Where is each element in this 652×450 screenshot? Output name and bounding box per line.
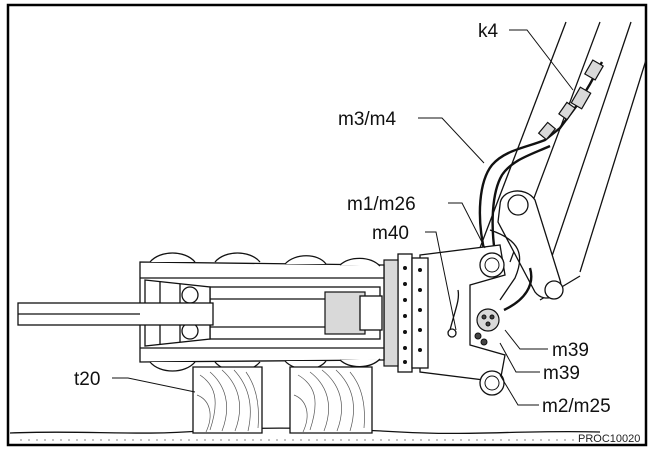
label-m3-m4: m3/m4 (338, 109, 397, 130)
leader-lines (112, 29, 574, 406)
label-m1-m26: m1/m26 (347, 194, 416, 215)
flange (383, 253, 429, 373)
link-pin-bottom (544, 280, 564, 300)
figure-code: PROC10020 (578, 433, 640, 445)
linkage (489, 190, 564, 301)
label-m39-lower: m39 (543, 363, 580, 384)
upper-pin (479, 252, 505, 278)
support-block-right (289, 366, 373, 434)
hydraulic-hoses (478, 59, 605, 312)
label-m40: m40 (372, 223, 409, 244)
mounting-bracket (419, 244, 506, 396)
label-m2-m25: m2/m25 (542, 396, 611, 417)
label-m39-upper: m39 (552, 340, 589, 361)
label-t20: t20 (74, 369, 100, 390)
support-block-left (192, 366, 263, 434)
label-k4: k4 (478, 21, 499, 42)
hammer-body (139, 252, 385, 372)
link-pin-top (507, 194, 529, 216)
valve-block (476, 308, 500, 332)
lower-pin (479, 370, 505, 396)
tool-chisel (17, 302, 214, 326)
